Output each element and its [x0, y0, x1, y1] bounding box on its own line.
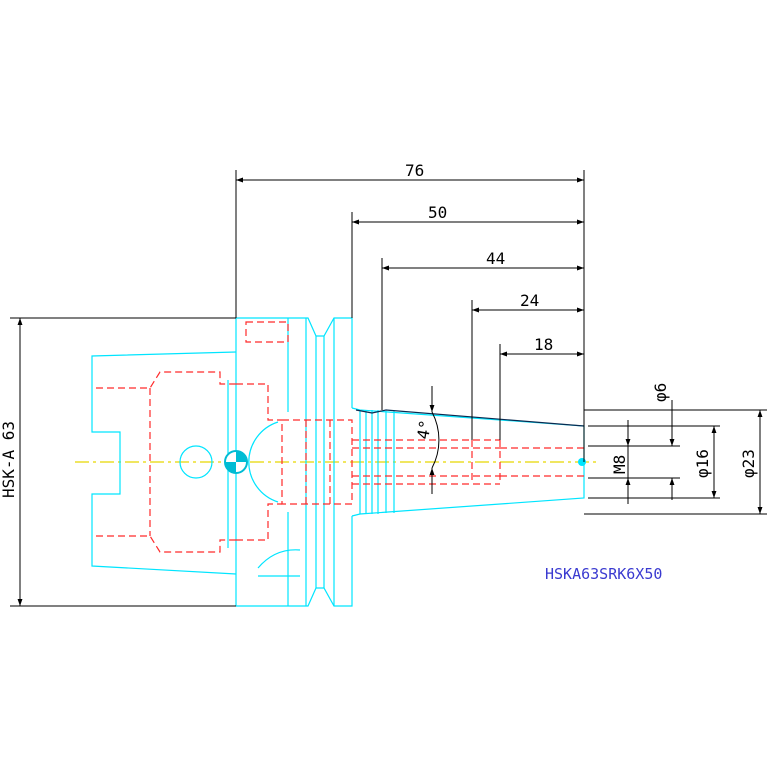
dimension-18: 18: [534, 335, 553, 354]
dimension-m8: M8: [610, 455, 629, 474]
dimension-hsk-a63: HSK-A 63: [0, 421, 18, 498]
dimension-phi16: φ16: [693, 449, 712, 478]
part-number-label: HSKA63SRK6X50: [545, 565, 662, 583]
taper-top-edge: [355, 409, 585, 427]
dimension-phi6: φ6: [651, 383, 670, 402]
hidden-lines: [96, 321, 584, 553]
dimension-44: 44: [486, 249, 505, 268]
taper-angle-label: 4°: [413, 418, 435, 440]
center-marker-left: [224, 450, 248, 474]
dimension-phi23: φ23: [739, 449, 758, 478]
dimension-lines: [10, 170, 767, 607]
dimension-50: 50: [428, 203, 447, 222]
dimension-76: 76: [405, 161, 424, 180]
center-marker-right: [578, 458, 586, 466]
dimension-24: 24: [520, 291, 539, 310]
flange-outline: [236, 317, 353, 607]
